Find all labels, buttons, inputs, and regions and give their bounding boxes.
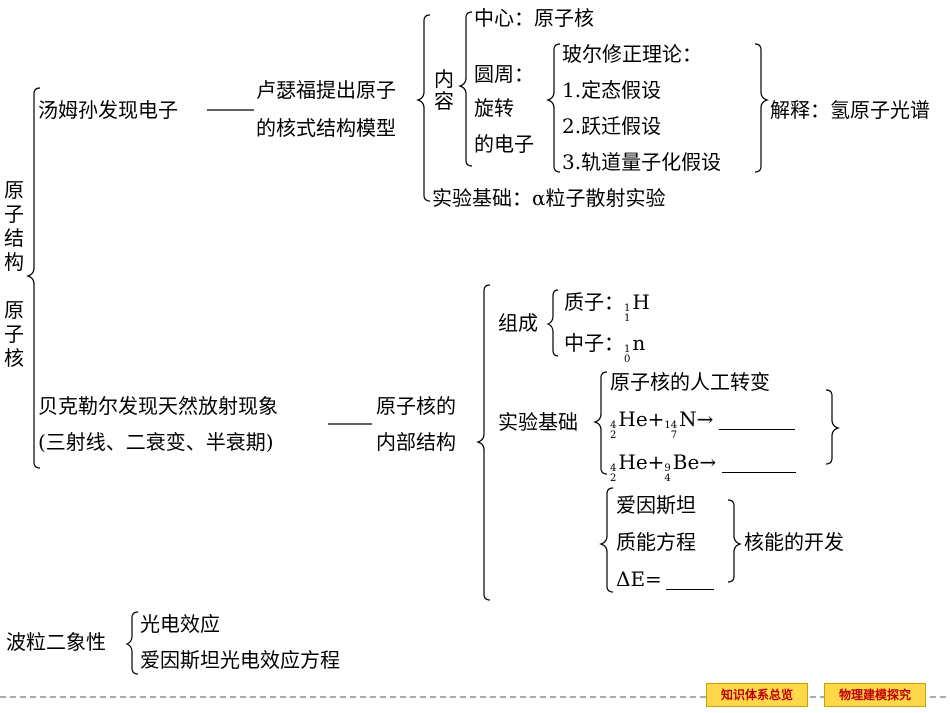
root-atom-structure: 原子结构 [4,178,24,274]
physics-modeling-button[interactable]: 物理建模探究 [824,683,926,707]
reaction1-blank [719,409,796,430]
bohr-brace-right [754,43,769,173]
hydrogen-spectrum: 解释：氢原子光谱 [770,98,930,122]
neutron-mass-number: 1 [624,344,631,355]
experiment-label: 实验基础 [498,410,578,434]
reaction1-a-charge: 2 [610,430,617,441]
content-brace [458,11,473,167]
reaction1-plus: + [647,407,665,431]
transmutation-title: 原子核的人工转变 [610,370,770,394]
reaction2-blank [722,452,797,473]
nuclear-energy-development: 核能的开发 [744,530,844,554]
bohr-item-2: 2.跃迁假设 [562,114,662,138]
inner-line1: 原子核的 [376,394,456,418]
delta-e-row: ΔE= [616,567,714,591]
thomson-discovery: 汤姆孙发现电子 [38,98,178,122]
orbit-line2: 旋转 [474,96,514,120]
reaction2-b-symbol: Be [672,450,700,474]
mass-energy-label: 质能方程 [616,530,696,554]
reaction1-arrow: → [696,407,714,431]
reaction1-a-symbol: He [618,407,648,431]
neutron-charge-number: 0 [624,354,631,365]
reaction1-b-charge: 7 [670,430,678,441]
photoelectric-effect: 光电效应 [140,612,220,636]
proton-symbol: H [632,290,650,314]
bohr-item-3: 3.轨道量子化假设 [562,150,722,174]
rutherford-line2: 的核式结构模型 [256,116,396,140]
atom-brace [416,14,431,202]
reaction2-a-mass: 4 [610,463,617,474]
einstein-label: 爱因斯坦 [616,493,696,517]
bohr-brace-left [546,43,561,173]
reaction2-a-symbol: He [618,450,648,474]
proton-charge-number: 1 [624,313,631,324]
einstein-brace-left [599,487,614,593]
inner-line2: 内部结构 [376,430,456,454]
nucleus-center: 中心：原子核 [474,6,594,30]
orbit-line3: 的电子 [474,132,534,156]
reaction1-b-symbol: N [679,407,697,431]
becquerel-line2: (三射线、二衰变、半衰期) [38,430,274,454]
delta-e-blank [665,569,714,590]
reaction1-b-mass: 14 [664,420,678,431]
reaction2-arrow: → [699,450,717,474]
experiment-brace-left [593,371,608,475]
reaction2-b-mass: 9 [664,463,671,474]
proton-mass-number: 1 [624,303,631,314]
composition-label: 组成 [498,311,538,335]
neutron-label: 中子： [564,331,624,355]
content-label: 内容 [434,67,454,113]
rutherford-line1: 卢瑟福提出原子 [256,78,396,102]
einstein-brace-right [727,499,742,583]
reaction2-a-charge: 2 [610,473,617,484]
orbit-line1: 圆周： [474,62,534,86]
reaction2-b-charge: 4 [664,473,671,484]
inner-brace [476,284,491,601]
delta-e-label: ΔE= [616,567,662,591]
proton-label: 质子： [564,290,624,314]
becquerel-line1: 贝克勒尔发现天然放射现象 [38,394,278,418]
reaction2-plus: + [647,450,665,474]
root-duality: 波粒二象性 [6,630,106,654]
alpha-experiment: 实验基础：α粒子散射实验 [432,186,666,210]
neutron-symbol: n [632,331,646,355]
duality-brace [125,611,139,675]
reaction1-a-mass: 4 [610,420,617,431]
knowledge-overview-button[interactable]: 知识体系总览 [706,683,808,707]
composition-brace [546,289,559,357]
bohr-title: 玻尔修正理论： [562,42,702,66]
root-nucleus: 原子核 [4,298,24,370]
bohr-item-1: 1.定态假设 [562,78,662,102]
experiment-brace-right [825,389,840,465]
einstein-photoelectric-equation: 爱因斯坦光电效应方程 [140,648,340,672]
